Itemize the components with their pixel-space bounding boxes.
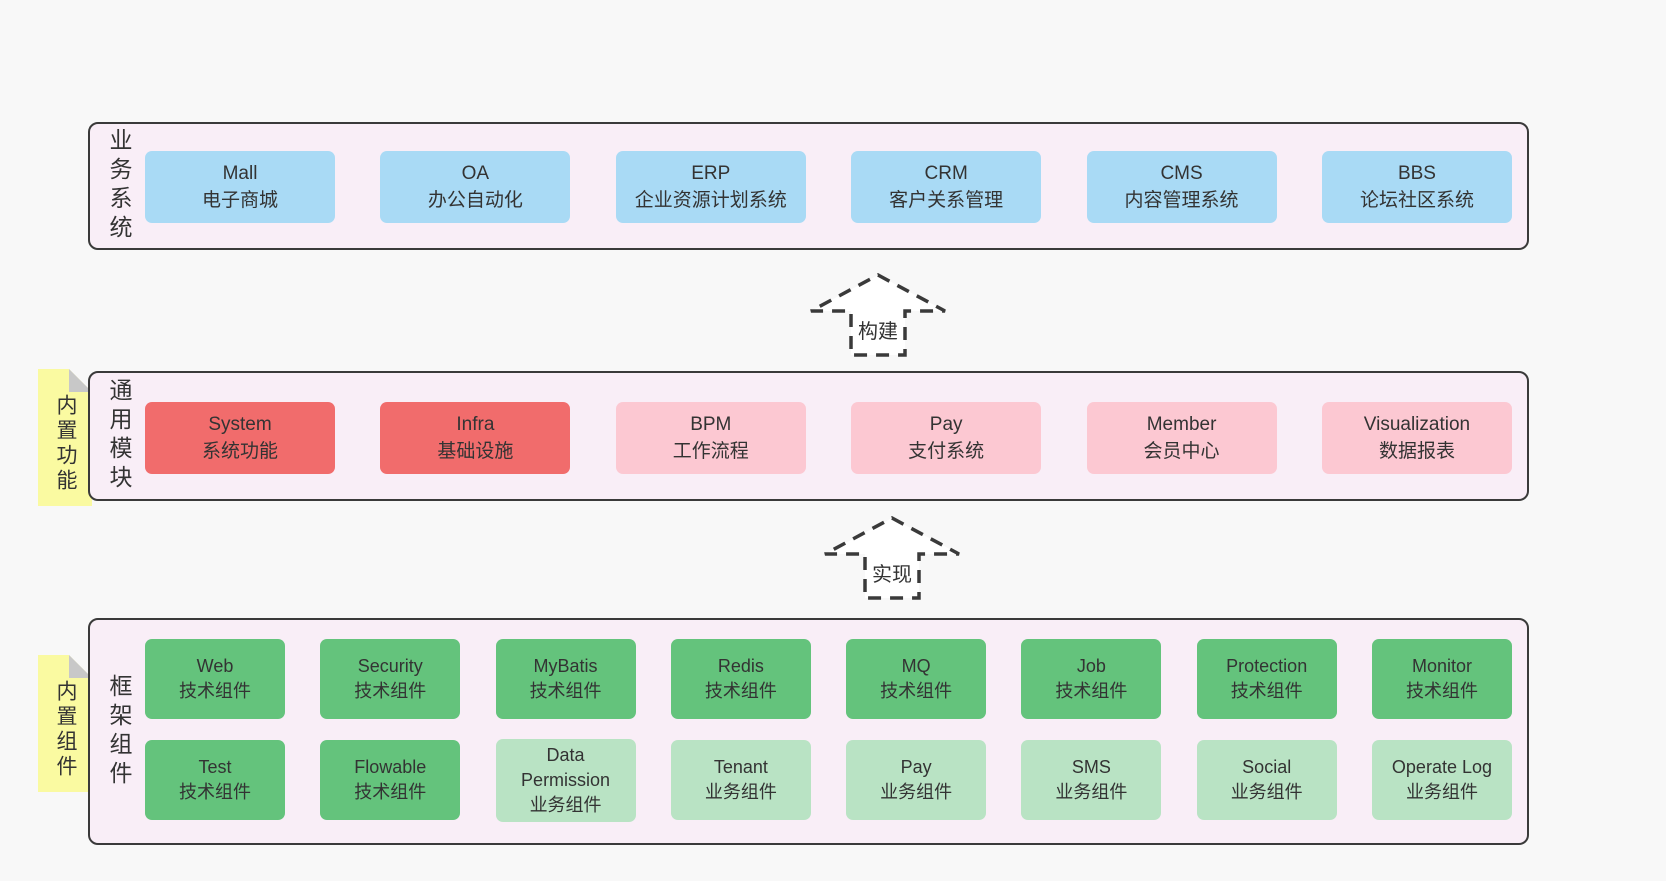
- box-subtitle: 办公自动化: [427, 190, 523, 211]
- box-test: Test 技术组件: [145, 740, 285, 820]
- box-pay: Pay 支付系统: [851, 401, 1042, 474]
- modules-box-row: System 系统功能 Infra 基础设施 BPM 工作流程 Pay 支付系统…: [145, 401, 1512, 474]
- framework-box-row-1: Web 技术组件 Security 技术组件 MyBatis 技术组件 Redi…: [145, 639, 1512, 719]
- framework-components-panel: 框架组件 Web 技术组件 Security 技术组件 MyBatis 技术组件…: [88, 618, 1529, 845]
- box-title: BPM: [690, 413, 732, 435]
- box-subtitle: 基础设施: [437, 440, 514, 462]
- box-operate-log: Operate Log 业务组件: [1371, 740, 1512, 820]
- box-title: Flowable: [354, 757, 427, 777]
- box-title: System: [208, 413, 272, 435]
- panel-label: 通用模块: [106, 378, 132, 494]
- box-title: MQ: [901, 656, 931, 676]
- box-subtitle: 工作流程: [672, 440, 749, 462]
- implement-arrow-label: 实现: [872, 564, 912, 586]
- box-subtitle: 论坛社区系统: [1359, 190, 1474, 211]
- build-arrow-label: 构建: [858, 321, 898, 343]
- box-title: SMS: [1071, 757, 1111, 777]
- box-oa: OA 办公自动化: [380, 151, 571, 223]
- box-mall: Mall 电子商城: [145, 151, 335, 223]
- box-title: Protection: [1226, 656, 1308, 676]
- box-title: Job: [1076, 656, 1106, 676]
- box-title: Monitor: [1411, 656, 1472, 676]
- framework-box-row-2: Test 技术组件 Flowable 技术组件 Data Permission …: [145, 738, 1512, 822]
- box-cms: CMS 内容管理系统: [1086, 151, 1277, 223]
- box-subtitle: 业务组件: [1405, 782, 1478, 802]
- implement-arrow-icon: 实现: [822, 515, 962, 601]
- box-title: Social: [1242, 757, 1292, 777]
- box-sms: SMS 业务组件: [1021, 740, 1162, 820]
- box-subtitle: 技术组件: [529, 681, 602, 701]
- box-subtitle: 系统功能: [201, 440, 278, 462]
- box-bpm: BPM 工作流程: [615, 401, 806, 474]
- box-social: Social 业务组件: [1196, 740, 1337, 820]
- box-title: ERP: [691, 163, 731, 184]
- box-title: Data Permission: [521, 744, 611, 790]
- box-subtitle: 企业资源计划系统: [634, 190, 787, 211]
- panel-label: 框架组件: [106, 673, 132, 790]
- box-title: MyBatis: [533, 656, 598, 676]
- box-infra: Infra 基础设施: [380, 401, 571, 474]
- box-title: Mall: [222, 163, 258, 184]
- box-title: Test: [198, 757, 232, 777]
- box-subtitle: 技术组件: [704, 681, 777, 701]
- box-subtitle: 数据报表: [1378, 440, 1455, 462]
- business-box-row: Mall 电子商城 OA 办公自动化 ERP 企业资源计划系统 CRM 客户关系…: [145, 151, 1512, 223]
- box-title: Pay: [900, 757, 932, 777]
- box-title: Infra: [456, 413, 495, 435]
- box-subtitle: 业务组件: [704, 782, 777, 802]
- box-security: Security 技术组件: [320, 639, 461, 719]
- box-subtitle: 技术组件: [179, 782, 251, 802]
- box-subtitle: 客户关系管理: [889, 190, 1004, 211]
- box-subtitle: 技术组件: [1055, 681, 1128, 701]
- box-subtitle: 业务组件: [529, 794, 602, 815]
- box-crm: CRM 客户关系管理: [851, 151, 1042, 223]
- box-title: BBS: [1397, 163, 1436, 184]
- box-title: Operate Log: [1391, 757, 1492, 777]
- box-web: Web 技术组件: [145, 639, 285, 719]
- box-subtitle: 内容管理系统: [1124, 190, 1239, 211]
- box-subtitle: 会员中心: [1143, 440, 1220, 462]
- box-bbs: BBS 论坛社区系统: [1321, 151, 1512, 223]
- box-title: OA: [461, 163, 490, 184]
- box-title: Member: [1146, 413, 1217, 435]
- box-protection: Protection 技术组件: [1196, 639, 1337, 719]
- box-mybatis: MyBatis 技术组件: [495, 639, 636, 719]
- box-title: Tenant: [713, 757, 768, 777]
- box-subtitle: 业务组件: [1055, 782, 1128, 802]
- box-erp: ERP 企业资源计划系统: [615, 151, 806, 223]
- box-title: CRM: [924, 163, 968, 184]
- build-arrow-icon: 构建: [808, 272, 948, 358]
- box-subtitle: 技术组件: [1230, 681, 1303, 701]
- box-flowable: Flowable 技术组件: [320, 740, 461, 820]
- box-data-permission: Data Permission 业务组件: [495, 738, 636, 822]
- box-subtitle: 业务组件: [1230, 782, 1303, 802]
- panel-label: 业务系统: [106, 128, 132, 244]
- box-visualization: Visualization 数据报表: [1321, 401, 1512, 474]
- box-title: Redis: [717, 656, 764, 676]
- box-monitor: Monitor 技术组件: [1371, 639, 1512, 719]
- box-title: Visualization: [1363, 413, 1471, 435]
- box-redis: Redis 技术组件: [670, 639, 811, 719]
- box-title: CMS: [1160, 163, 1203, 184]
- box-title: Web: [196, 656, 234, 676]
- box-subtitle: 技术组件: [179, 681, 251, 701]
- box-system: System 系统功能: [145, 401, 335, 474]
- box-tenant: Tenant 业务组件: [670, 740, 811, 820]
- box-title: Security: [357, 656, 423, 676]
- box-pay-biz: Pay 业务组件: [846, 740, 987, 820]
- box-job: Job 技术组件: [1021, 639, 1162, 719]
- business-systems-panel: 业务系统 Mall 电子商城 OA 办公自动化 ERP 企业资源计划系统 CRM…: [88, 122, 1529, 250]
- common-modules-panel: 通用模块 System 系统功能 Infra 基础设施 BPM 工作流程 Pay…: [88, 371, 1529, 501]
- box-subtitle: 业务组件: [880, 782, 953, 802]
- box-subtitle: 技术组件: [354, 681, 427, 701]
- box-member: Member 会员中心: [1086, 401, 1277, 474]
- box-title: Pay: [929, 413, 963, 435]
- box-subtitle: 技术组件: [1405, 681, 1478, 701]
- box-subtitle: 电子商城: [201, 190, 278, 211]
- box-subtitle: 技术组件: [880, 681, 953, 701]
- box-subtitle: 支付系统: [908, 440, 985, 462]
- box-mq: MQ 技术组件: [846, 639, 987, 719]
- box-subtitle: 技术组件: [354, 782, 427, 802]
